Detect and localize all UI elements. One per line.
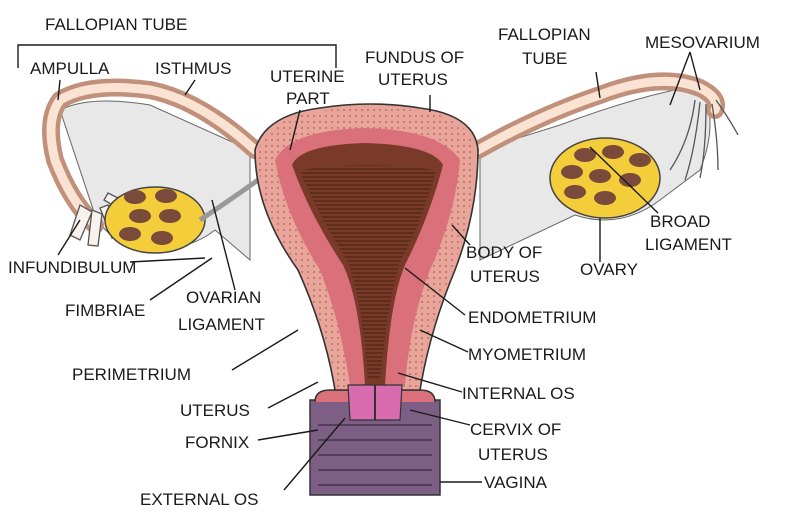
label-fallopian-tube-right-line2: TUBE: [522, 49, 567, 68]
label-internal-os: INTERNAL OS: [462, 384, 575, 403]
label-ovarian-ligament-line1: OVARIAN: [186, 288, 261, 307]
label-broad-ligament-line2: LIGAMENT: [645, 235, 732, 254]
label-vagina: VAGINA: [484, 473, 548, 492]
label-uterus: UTERUS: [180, 401, 250, 420]
label-external-os: EXTERNAL OS: [140, 490, 258, 509]
label-uterine-part-line2: PART: [286, 89, 330, 108]
label-perimetrium: PERIMETRIUM: [72, 365, 191, 384]
label-cervix-line2: UTERUS: [478, 445, 548, 464]
label-myometrium: MYOMETRIUM: [468, 345, 586, 364]
label-infundibulum: INFUNDIBULUM: [8, 258, 136, 277]
right-ovary: [550, 138, 660, 218]
label-broad-ligament-line1: BROAD: [650, 212, 710, 231]
label-fallopian-tube-left: FALLOPIAN TUBE: [45, 15, 187, 34]
label-ovarian-ligament-line2: LIGAMENT: [178, 315, 265, 334]
label-fallopian-tube-right-line1: FALLOPIAN: [498, 25, 591, 44]
left-ovary: [105, 187, 205, 253]
label-mesovarium: MESOVARIUM: [645, 33, 760, 52]
label-fornix: FORNIX: [185, 433, 249, 452]
label-uterine-part-line1: UTERINE: [270, 67, 345, 86]
label-isthmus: ISTHMUS: [155, 59, 232, 78]
label-endometrium: ENDOMETRIUM: [468, 308, 596, 327]
label-fimbriae: FIMBRIAE: [65, 301, 145, 320]
label-ovary: OVARY: [580, 260, 638, 279]
label-body-line1: BODY OF: [466, 243, 542, 262]
label-body-line2: UTERUS: [470, 267, 540, 286]
label-cervix-line1: CERVIX OF: [470, 420, 561, 439]
label-fundus-line2: UTERUS: [378, 70, 448, 89]
label-fundus-line1: FUNDUS OF: [365, 48, 464, 67]
label-ampulla: AMPULLA: [30, 59, 110, 78]
